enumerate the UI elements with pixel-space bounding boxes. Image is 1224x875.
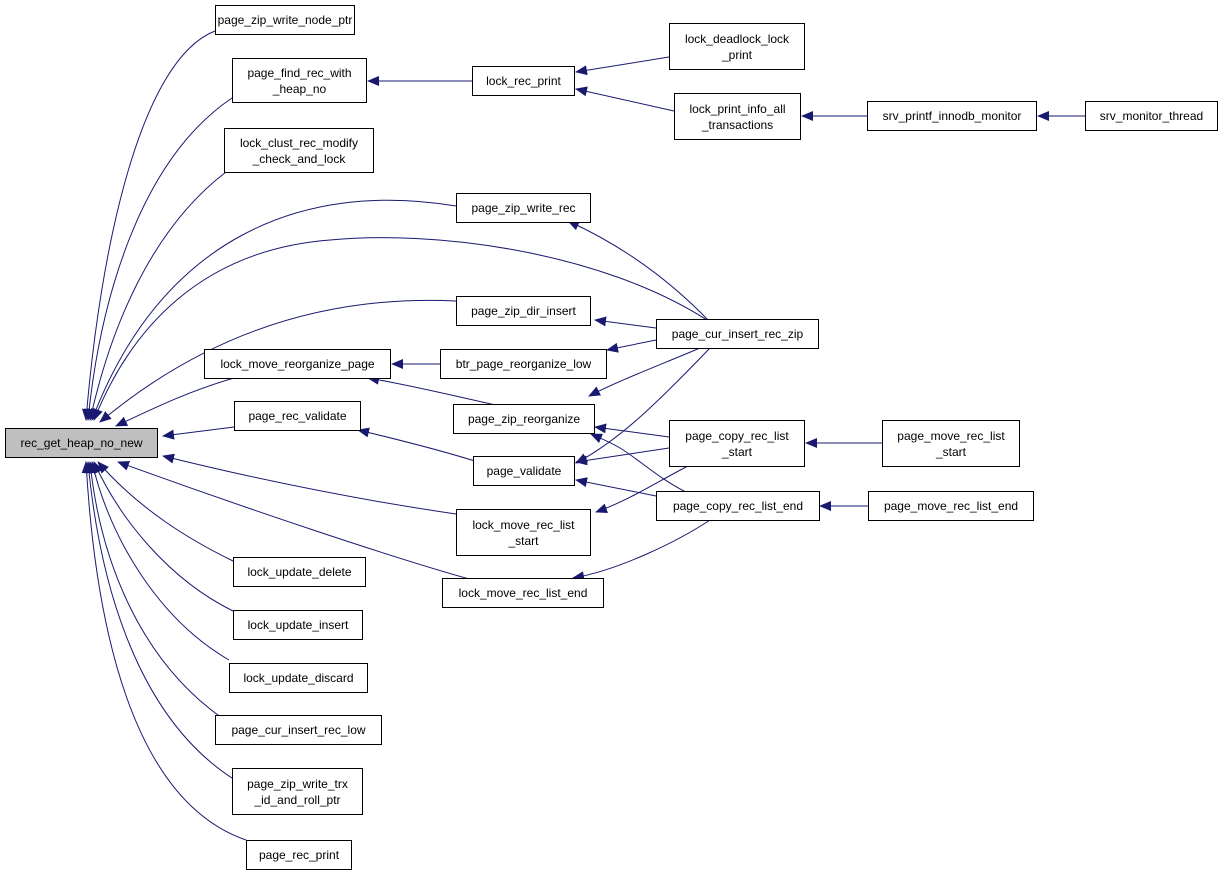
edge-pval-prv xyxy=(357,427,479,463)
node-label: page_find_rec_with xyxy=(247,65,352,80)
edge-pcrls-pzreorg xyxy=(594,423,670,438)
node-label: page_cur_insert_rec_low xyxy=(231,723,366,737)
edge-lud-root xyxy=(97,461,234,562)
edge-lmrp-root xyxy=(115,375,242,427)
node-page-cur-insert-rec-zip[interactable]: page_cur_insert_rec_zip xyxy=(656,319,819,349)
node-page-move-rec-list-end[interactable]: page_move_rec_list_end xyxy=(868,491,1034,521)
node-label: lock_move_reorganize_page xyxy=(220,357,375,371)
node-label: page_move_rec_list_end xyxy=(883,499,1019,513)
node-lock-move-reorganize-page[interactable]: lock_move_reorganize_page xyxy=(204,349,391,379)
node-label: page_copy_rec_list_end xyxy=(672,499,804,513)
node-page-zip-reorganize[interactable]: page_zip_reorganize xyxy=(453,404,595,434)
edge-prv-root xyxy=(162,426,235,440)
edge-lmrls-root xyxy=(162,453,457,515)
node-label: page_zip_write_node_ptr xyxy=(217,13,353,27)
node-label: rec_get_heap_no_new xyxy=(20,436,143,450)
node-page-find-rec-with-heap-no[interactable]: page_find_rec_with_heap_no xyxy=(232,58,367,103)
node-page-zip-dir-insert[interactable]: page_zip_dir_insert xyxy=(456,296,591,326)
edge-pzwnp-root xyxy=(81,30,216,421)
node-label: page_copy_rec_list xyxy=(685,428,789,443)
node-page-rec-validate[interactable]: page_rec_validate xyxy=(234,401,361,431)
edge-pzreorg-lmrp xyxy=(367,374,501,407)
node-label: _start xyxy=(721,444,752,459)
edge-lpiat-lrp xyxy=(575,86,675,112)
node-lock-print-info-all-transactions[interactable]: lock_print_info_all_transactions xyxy=(674,93,801,140)
edge-pcrle-pval xyxy=(575,477,657,497)
node-lock-clust-rec-modify-check-and-lock[interactable]: lock_clust_rec_modify_check_and_lock xyxy=(224,128,374,173)
edge-pcirz-pzdi xyxy=(594,316,657,329)
edge-ludis-root xyxy=(89,461,230,661)
node-lock-move-rec-list-end[interactable]: lock_move_rec_list_end xyxy=(442,578,604,608)
edge-pcirz-bprl xyxy=(606,339,657,353)
edge-lui-root xyxy=(93,461,234,612)
node-label: _start xyxy=(935,444,966,459)
node-label: page_rec_validate xyxy=(248,409,347,423)
edge-pcrls-lmrls xyxy=(595,464,691,514)
edge-lcrmcl-root xyxy=(87,171,227,421)
node-label: _print xyxy=(721,47,753,62)
node-page-validate[interactable]: page_validate xyxy=(473,456,575,486)
node-label: page_rec_print xyxy=(258,848,340,862)
node-lock-move-rec-list-start[interactable]: lock_move_rec_list_start xyxy=(456,509,591,556)
node-label: page_validate xyxy=(486,464,562,478)
node-label: lock_move_rec_list xyxy=(472,517,575,532)
edge-pcrle-lmrle xyxy=(572,519,711,582)
node-btr-page-reorganize-low[interactable]: btr_page_reorganize_low xyxy=(440,349,607,379)
edge-ldlp-lrp xyxy=(575,56,670,76)
edge-pzwtrx-root xyxy=(84,461,236,781)
node-page-move-rec-list-start[interactable]: page_move_rec_list_start xyxy=(882,420,1020,467)
node-label: page_zip_dir_insert xyxy=(471,304,576,318)
node-label: _check_and_lock xyxy=(252,151,346,166)
edge-pcirz-root xyxy=(93,237,711,421)
edge-pcirz-pzreorg xyxy=(588,347,701,397)
node-label: _heap_no xyxy=(272,81,327,96)
node-label: page_zip_reorganize xyxy=(467,412,581,426)
node-label: lock_update_insert xyxy=(247,618,349,632)
node-lock-update-insert[interactable]: lock_update_insert xyxy=(233,610,363,640)
node-page-copy-rec-list-start[interactable]: page_copy_rec_list_start xyxy=(669,420,805,467)
node-label: _transactions xyxy=(701,117,774,132)
edge-pcirl-root xyxy=(86,461,223,719)
node-page-zip-write-rec[interactable]: page_zip_write_rec xyxy=(456,193,591,223)
node-label: lock_move_rec_list_end xyxy=(458,586,588,600)
node-page-zip-write-trx-id-and-roll-ptr[interactable]: page_zip_write_trx_id_and_roll_ptr xyxy=(232,768,363,815)
node-label: lock_rec_print xyxy=(486,74,561,88)
edge-pcirz-pval xyxy=(575,347,711,464)
node-page-zip-write-node-ptr[interactable]: page_zip_write_node_ptr xyxy=(215,5,355,35)
node-lock-update-discard[interactable]: lock_update_discard xyxy=(229,663,368,693)
node-lock-update-delete[interactable]: lock_update_delete xyxy=(233,557,366,587)
node-label: lock_update_discard xyxy=(243,671,354,685)
node-label: lock_print_info_all xyxy=(689,101,786,116)
node-label: _start xyxy=(508,533,539,548)
node-srv-printf-innodb-monitor[interactable]: srv_printf_innodb_monitor xyxy=(867,101,1037,131)
edge-pzdi-root xyxy=(99,299,457,423)
edge-pzwr-root xyxy=(91,199,457,421)
node-label: lock_update_delete xyxy=(247,565,352,579)
edge-pfrwhn-root xyxy=(84,97,233,421)
node-label: srv_printf_innodb_monitor xyxy=(882,109,1022,123)
node-lock-deadlock-lock-print[interactable]: lock_deadlock_lock_print xyxy=(669,23,805,70)
node-label: _id_and_roll_ptr xyxy=(254,792,341,807)
node-label: page_cur_insert_rec_zip xyxy=(671,327,804,341)
node-label: srv_monitor_thread xyxy=(1099,109,1204,123)
edge-prp-root xyxy=(81,461,247,841)
node-page-copy-rec-list-end[interactable]: page_copy_rec_list_end xyxy=(656,491,820,521)
edge-pcrls-pval xyxy=(575,447,670,466)
node-label: page_zip_write_trx xyxy=(247,776,348,791)
node-srv-monitor-thread[interactable]: srv_monitor_thread xyxy=(1085,101,1218,131)
node-label: btr_page_reorganize_low xyxy=(455,357,592,371)
edge-lmrle-root xyxy=(117,461,474,581)
node-rec-get-heap-no-new: rec_get_heap_no_new xyxy=(5,428,158,458)
node-label: page_zip_write_rec xyxy=(471,201,576,215)
node-lock-rec-print[interactable]: lock_rec_print xyxy=(472,66,575,96)
node-label: lock_deadlock_lock xyxy=(684,31,790,46)
edge-pcrle-pzreorg xyxy=(590,433,691,495)
node-label: page_move_rec_list xyxy=(897,428,1005,443)
edge-pcirz-pzwr xyxy=(567,220,711,323)
node-label: lock_clust_rec_modify xyxy=(239,135,359,150)
node-page-rec-print[interactable]: page_rec_print xyxy=(246,840,352,870)
node-page-cur-insert-rec-low[interactable]: page_cur_insert_rec_low xyxy=(215,715,382,745)
